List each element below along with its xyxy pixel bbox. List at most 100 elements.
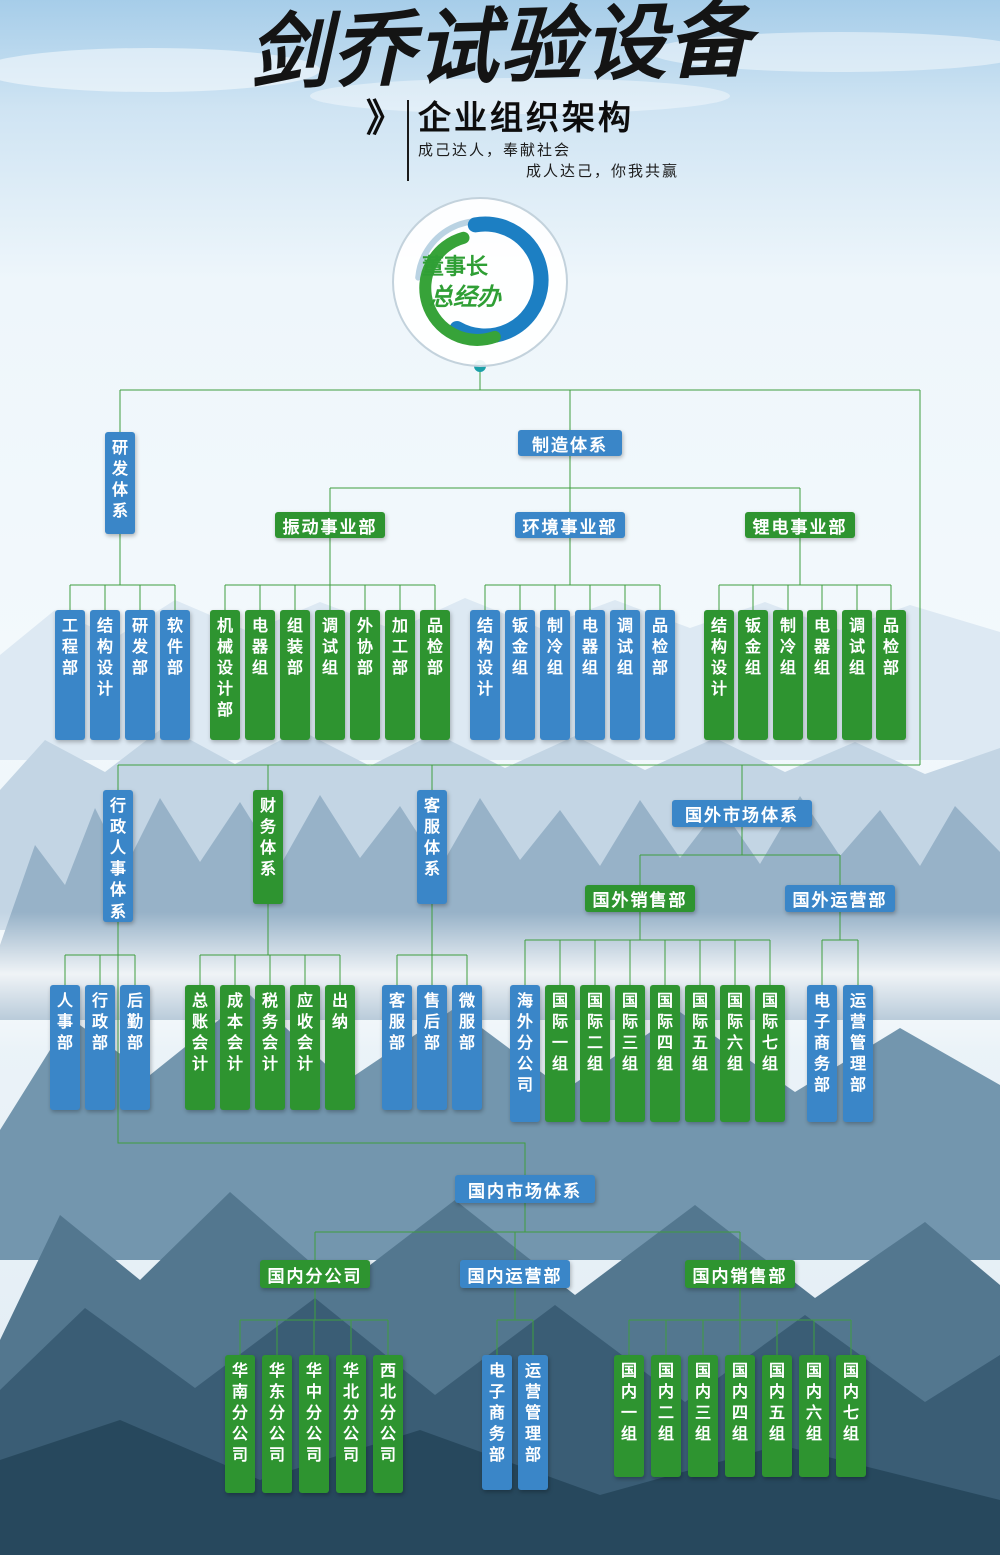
org-node-label: 人 事 部 bbox=[56, 993, 73, 1053]
org-node-b1: 华 南 分 公 司 bbox=[225, 1355, 255, 1493]
org-node-gwxs: 国外销售部 bbox=[585, 885, 695, 912]
org-node-label: 总 账 会 计 bbox=[191, 993, 208, 1074]
org-node-label: 机 械 设 计 部 bbox=[216, 618, 233, 720]
org-node-zhizao: 制造体系 bbox=[518, 430, 622, 456]
org-node-v7: 品 检 部 bbox=[420, 610, 450, 740]
org-node-label: 售 后 部 bbox=[423, 993, 440, 1053]
org-node-l2: 钣 金 组 bbox=[738, 610, 768, 740]
org-node-e5: 调 试 组 bbox=[610, 610, 640, 740]
org-node-rd2: 结 构 设 计 bbox=[90, 610, 120, 740]
org-node-label: 研 发 体 系 bbox=[111, 440, 128, 521]
org-node-label: 国 内 四 组 bbox=[731, 1363, 748, 1444]
org-node-label: 研 发 部 bbox=[131, 618, 148, 678]
org-node-e3: 制 冷 组 bbox=[540, 610, 570, 740]
org-node-o4: 国 际 三 组 bbox=[615, 985, 645, 1122]
org-node-label: 运 营 管 理 部 bbox=[849, 993, 866, 1095]
org-node-b5: 西 北 分 公 司 bbox=[373, 1355, 403, 1493]
vertical-divider bbox=[407, 100, 410, 181]
org-node-label: 华 东 分 公 司 bbox=[268, 1363, 285, 1465]
org-node-gnsc: 国内市场体系 bbox=[455, 1175, 595, 1203]
org-node-l5: 调 试 组 bbox=[842, 610, 872, 740]
org-node-v5: 外 协 部 bbox=[350, 610, 380, 740]
org-node-label: 调 试 组 bbox=[848, 618, 865, 678]
logo-gm-office-text: 总经办 bbox=[429, 284, 502, 311]
org-node-gwyy: 国外运营部 bbox=[785, 885, 895, 912]
org-node-xzrs: 行 政 人 事 体 系 bbox=[103, 790, 133, 922]
org-node-label: 品 检 部 bbox=[651, 618, 668, 678]
org-node-e4: 电 器 组 bbox=[575, 610, 605, 740]
org-node-gnyy: 国内运营部 bbox=[460, 1260, 570, 1288]
org-node-label: 制 冷 组 bbox=[546, 618, 563, 678]
org-node-d2: 运 营 管 理 部 bbox=[518, 1355, 548, 1490]
org-node-label: 行 政 部 bbox=[91, 993, 108, 1053]
org-node-gnxs: 国内销售部 bbox=[685, 1260, 795, 1288]
tagline-1: 成己达人，奉献社会 bbox=[418, 141, 572, 159]
org-node-label: 国外运营部 bbox=[792, 891, 888, 910]
org-node-l6: 品 检 部 bbox=[876, 610, 906, 740]
org-node-label: 海 外 分 公 司 bbox=[516, 993, 533, 1095]
org-node-e1: 结 构 设 计 bbox=[470, 610, 500, 740]
org-node-b3: 华 中 分 公 司 bbox=[299, 1355, 329, 1493]
org-node-label: 电 子 商 务 部 bbox=[488, 1363, 505, 1465]
org-node-o1: 海 外 分 公 司 bbox=[510, 985, 540, 1122]
org-node-o5: 国 际 四 组 bbox=[650, 985, 680, 1122]
org-node-o3: 国 际 二 组 bbox=[580, 985, 610, 1122]
org-node-d1: 电 子 商 务 部 bbox=[482, 1355, 512, 1490]
org-node-label: 后 勤 部 bbox=[126, 993, 143, 1053]
org-node-label: 国内销售部 bbox=[692, 1266, 788, 1286]
org-node-label: 品 检 部 bbox=[426, 618, 443, 678]
org-node-o2: 国 际 一 组 bbox=[545, 985, 575, 1122]
page-subtitle: 企业组织架构 bbox=[418, 99, 635, 136]
org-node-label: 制造体系 bbox=[532, 435, 608, 455]
org-node-label: 组 装 部 bbox=[286, 618, 303, 678]
org-node-a2: 行 政 部 bbox=[85, 985, 115, 1110]
org-node-v3: 组 装 部 bbox=[280, 610, 310, 740]
org-node-zhendong: 振动事业部 bbox=[275, 512, 385, 538]
company-logo: 董事长 总经办 bbox=[392, 197, 568, 367]
org-node-label: 国 际 五 组 bbox=[691, 993, 708, 1074]
org-node-rd3: 研 发 部 bbox=[125, 610, 155, 740]
org-node-label: 钣 金 组 bbox=[511, 618, 528, 678]
org-node-s1: 国 内 一 组 bbox=[614, 1355, 644, 1477]
org-node-gnfgs: 国内分公司 bbox=[260, 1260, 370, 1288]
org-node-label: 出 纳 bbox=[331, 993, 348, 1032]
org-node-b4: 华 北 分 公 司 bbox=[336, 1355, 366, 1493]
org-node-label: 财 务 体 系 bbox=[259, 798, 276, 879]
org-node-label: 华 中 分 公 司 bbox=[305, 1363, 322, 1465]
org-node-f5: 出 纳 bbox=[325, 985, 355, 1110]
org-node-label: 国内市场体系 bbox=[468, 1181, 582, 1201]
org-node-e2: 钣 金 组 bbox=[505, 610, 535, 740]
org-node-l4: 电 器 组 bbox=[807, 610, 837, 740]
org-node-label: 国外市场体系 bbox=[685, 806, 799, 825]
org-node-label: 国 际 六 组 bbox=[726, 993, 743, 1074]
org-node-gwsc: 国外市场体系 bbox=[672, 800, 812, 827]
org-node-label: 电 器 组 bbox=[251, 618, 268, 678]
org-node-label: 运 营 管 理 部 bbox=[524, 1363, 541, 1465]
org-node-label: 国 内 二 组 bbox=[657, 1363, 674, 1444]
org-node-label: 国 际 四 组 bbox=[656, 993, 673, 1074]
org-node-label: 工 程 部 bbox=[61, 618, 78, 678]
org-node-v4: 调 试 组 bbox=[315, 610, 345, 740]
org-node-label: 微 服 部 bbox=[458, 993, 475, 1053]
org-node-label: 国 内 六 组 bbox=[805, 1363, 822, 1444]
org-node-v2: 电 器 组 bbox=[245, 610, 275, 740]
subtitle-block: 》 企业组织架构 成己达人，奉献社会 成人达己，你我共赢 bbox=[366, 100, 679, 181]
org-node-c1: 客 服 部 bbox=[382, 985, 412, 1110]
tagline-2: 成人达己，你我共赢 bbox=[526, 162, 680, 180]
org-node-f1: 总 账 会 计 bbox=[185, 985, 215, 1110]
org-node-f4: 应 收 会 计 bbox=[290, 985, 320, 1110]
org-node-kefu: 客 服 体 系 bbox=[417, 790, 447, 904]
org-node-s3: 国 内 三 组 bbox=[688, 1355, 718, 1477]
org-node-label: 国 际 一 组 bbox=[551, 993, 568, 1074]
org-node-label: 电 器 组 bbox=[813, 618, 830, 678]
org-node-yanfa: 研 发 体 系 bbox=[105, 432, 135, 534]
org-node-label: 华 南 分 公 司 bbox=[231, 1363, 248, 1465]
org-node-label: 软 件 部 bbox=[166, 618, 183, 678]
org-node-label: 结 构 设 计 bbox=[476, 618, 493, 699]
org-node-label: 国内分公司 bbox=[267, 1266, 363, 1286]
org-node-label: 国 际 七 组 bbox=[761, 993, 778, 1074]
org-node-s6: 国 内 六 组 bbox=[799, 1355, 829, 1477]
org-node-label: 税 务 会 计 bbox=[261, 993, 278, 1074]
org-node-label: 环境事业部 bbox=[522, 517, 618, 537]
